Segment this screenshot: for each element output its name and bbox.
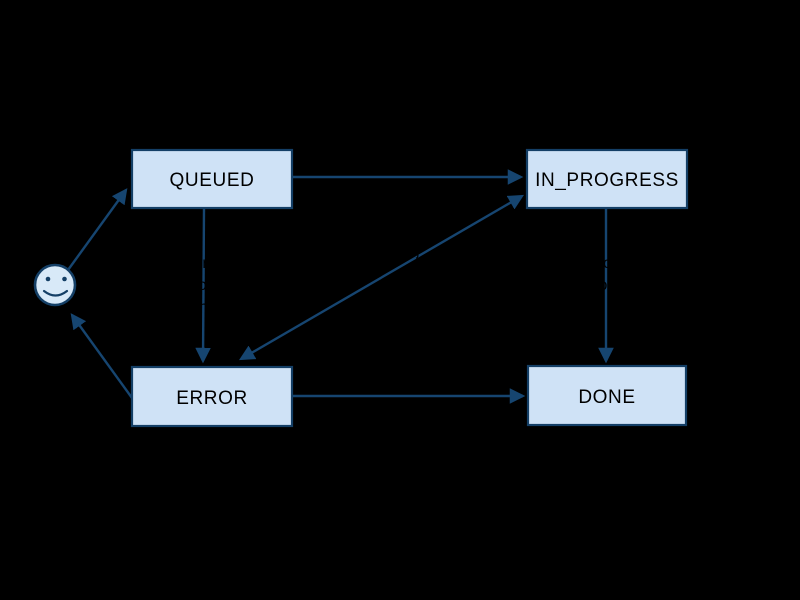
node-error: ERROR [130, 365, 294, 428]
edge-error-to-user [70, 313, 133, 399]
edge-label-error-retry: error / retry [346, 241, 423, 295]
edge-label-queued-error-line3: cancel [182, 299, 228, 316]
node-done: DONE [526, 364, 688, 427]
edges [67, 169, 614, 404]
edge-label-inprogress-done-line1: success [578, 255, 636, 272]
error-label: ERROR [176, 388, 248, 409]
edge-inprogress-error-bidirectional [238, 194, 525, 361]
queued-box [130, 148, 294, 210]
actor-smiley-node [33, 263, 77, 307]
in-progress-box [525, 148, 689, 210]
smiley-face-icon [33, 263, 77, 307]
edge-user-to-queued [67, 188, 128, 271]
edge-label-queued-error-line2: or [198, 277, 213, 294]
done-box [526, 364, 688, 427]
in-progress-label: IN_PROGRESS [535, 170, 679, 191]
edge-label-queued-error-line1: error [188, 255, 222, 272]
edge-queued-to-error [195, 207, 211, 364]
smiley-left-eye [45, 276, 51, 282]
edge-label-inprogress-done-line2: ok [599, 277, 617, 294]
done-label: DONE [578, 387, 635, 408]
smiley-mouth [42, 289, 69, 297]
edge-label-start: start [385, 162, 417, 179]
error-box [130, 365, 294, 428]
smiley-right-eye [62, 276, 67, 282]
node-in-progress: IN_PROGRESS [525, 148, 689, 210]
node-queued: QUEUED [130, 148, 294, 210]
queued-label: QUEUED [170, 170, 255, 191]
